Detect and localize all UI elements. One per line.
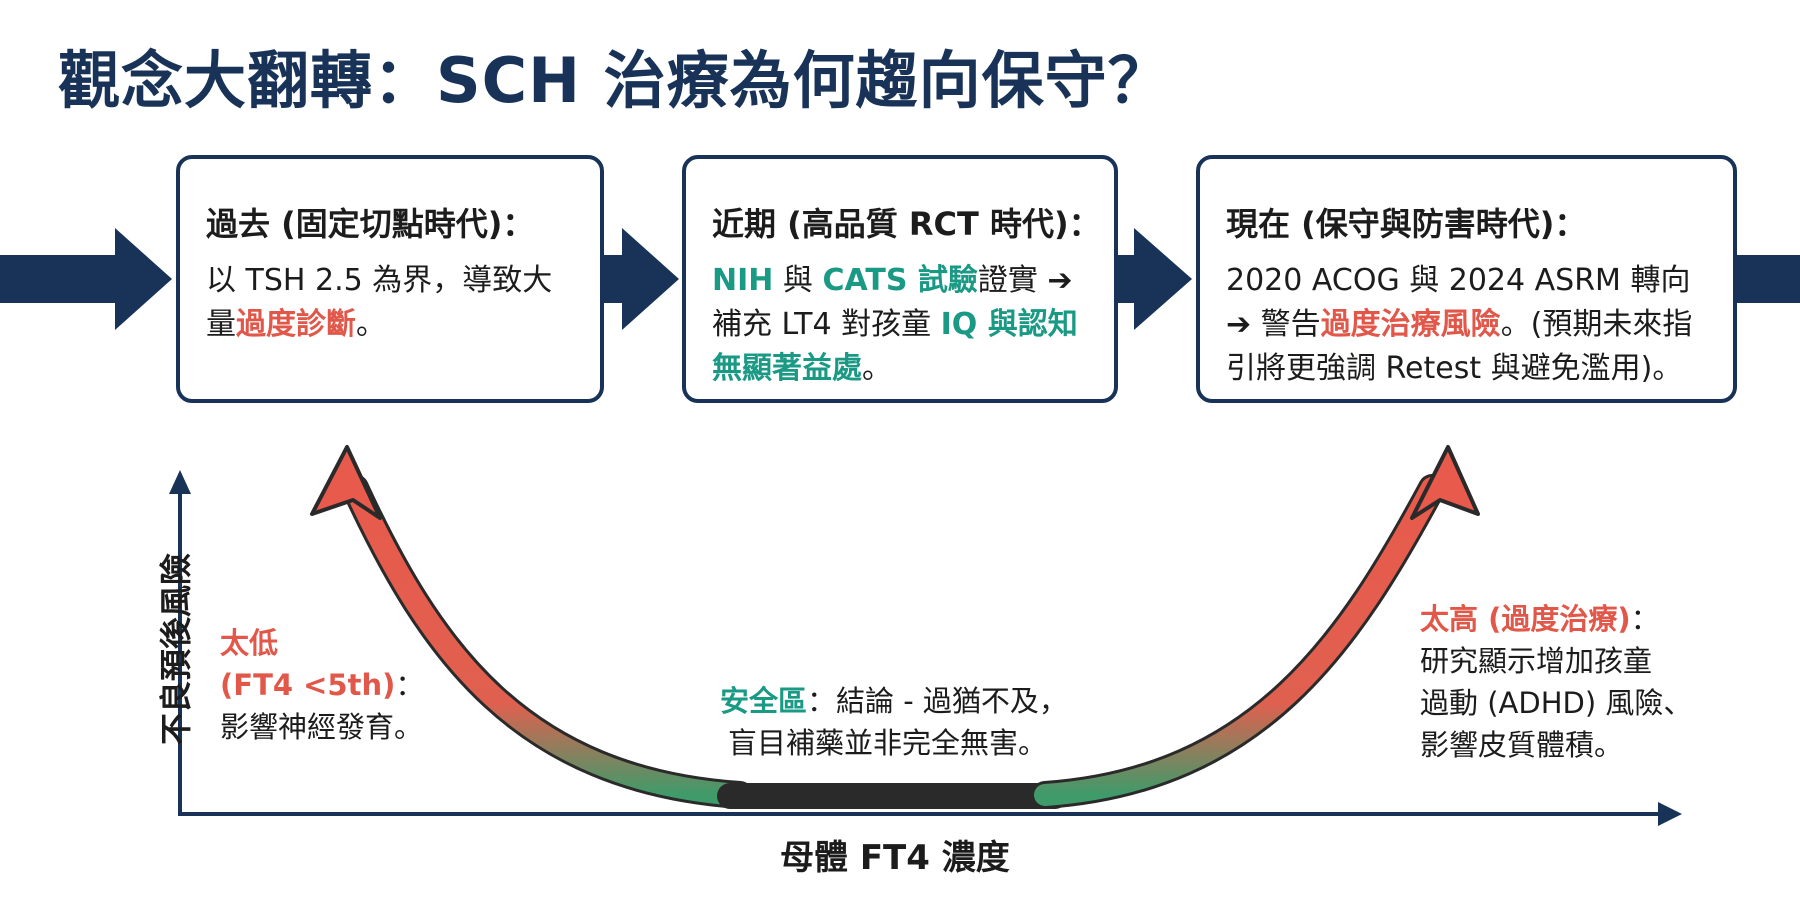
box-recent-line1: NIH 與 CATS 試驗證實 ➔	[712, 263, 1073, 298]
high-zone-title: 太高 (過度治療)	[1420, 602, 1631, 636]
timeline-arrow-icon	[622, 228, 679, 330]
y-axis-arrow-icon	[169, 470, 191, 494]
box-present-line1: 2020 ACOG 與 2024 ASRM 轉向	[1226, 263, 1691, 298]
box-present-title: 現在 (保守與防害時代)：	[1226, 205, 1587, 243]
safe-zone-label: 安全區：結論 - 過猶不及， 盲目補藥並非完全無害。	[720, 680, 1068, 764]
risk-arrow-left-icon	[310, 445, 382, 520]
box-recent-body: NIH 與 CATS 試驗證實 ➔ 補充 LT4 對孩童 IQ 與認知 無顯著益…	[712, 259, 1090, 391]
timeline-band	[0, 228, 1800, 330]
box-past-line1: 以 TSH 2.5 為界，導致大	[206, 263, 553, 298]
box-past-body: 以 TSH 2.5 為界，導致大 量過度診斷。	[206, 259, 576, 347]
box-past-line2: 量過度診斷。	[206, 307, 386, 342]
box-past-title: 過去 (固定切點時代)：	[206, 205, 535, 243]
high-zone-label: 太高 (過度治療)： 研究顯示增加孩童 過動 (ADHD) 風險、 影響皮質體積…	[1420, 602, 1693, 762]
timeline-arrow-icon	[1134, 228, 1192, 330]
box-present-body: 2020 ACOG 與 2024 ASRM 轉向 ➔ 警告過度治療風險。(預期未…	[1226, 259, 1709, 391]
page-title: 觀念大翻轉：SCH 治療為何趨向保守？	[58, 44, 1171, 117]
risk-arrow-right-icon	[1410, 445, 1480, 520]
box-recent-title: 近期 (高品質 RCT 時代)：	[712, 205, 1101, 243]
timeline-bar-left	[0, 255, 130, 303]
box-present: 現在 (保守與防害時代)： 2020 ACOG 與 2024 ASRM 轉向 ➔…	[1196, 155, 1737, 403]
low-zone-label: 太低 (FT4 <5th)： 影響神經發育。	[220, 622, 424, 748]
box-present-line2: ➔ 警告過度治療風險。(預期未來指	[1226, 307, 1693, 342]
box-recent: 近期 (高品質 RCT 時代)： NIH 與 CATS 試驗證實 ➔ 補充 LT…	[682, 155, 1118, 403]
risk-curve-right-arm	[1031, 474, 1446, 809]
box-recent-line2: 補充 LT4 對孩童 IQ 與認知	[712, 307, 1078, 342]
timeline-arrow-icon	[115, 228, 172, 330]
box-recent-line3: 無顯著益處。	[712, 351, 892, 386]
y-axis-label: 不良預後風險	[157, 552, 196, 746]
low-zone-desc: 影響神經發育。	[220, 710, 424, 744]
safe-zone-desc: 盲目補藥並非完全無害。	[728, 726, 1048, 760]
safe-zone-title: 安全區	[720, 684, 808, 718]
risk-curve-chart	[169, 445, 1682, 826]
box-present-line3: 引將更強調 Retest 與避免濫用)。	[1226, 351, 1683, 386]
overtreatment-highlight: 過度治療風險	[1320, 307, 1501, 342]
box-past: 過去 (固定切點時代)： 以 TSH 2.5 為界，導致大 量過度診斷。	[176, 155, 604, 403]
low-zone-title: 太低	[220, 626, 279, 660]
x-axis-arrow-icon	[1658, 802, 1682, 826]
x-axis-label: 母體 FT4 濃度	[780, 838, 1010, 878]
timeline-bar-right	[1733, 255, 1800, 303]
overdiagnosis-highlight: 過度診斷	[236, 307, 356, 342]
